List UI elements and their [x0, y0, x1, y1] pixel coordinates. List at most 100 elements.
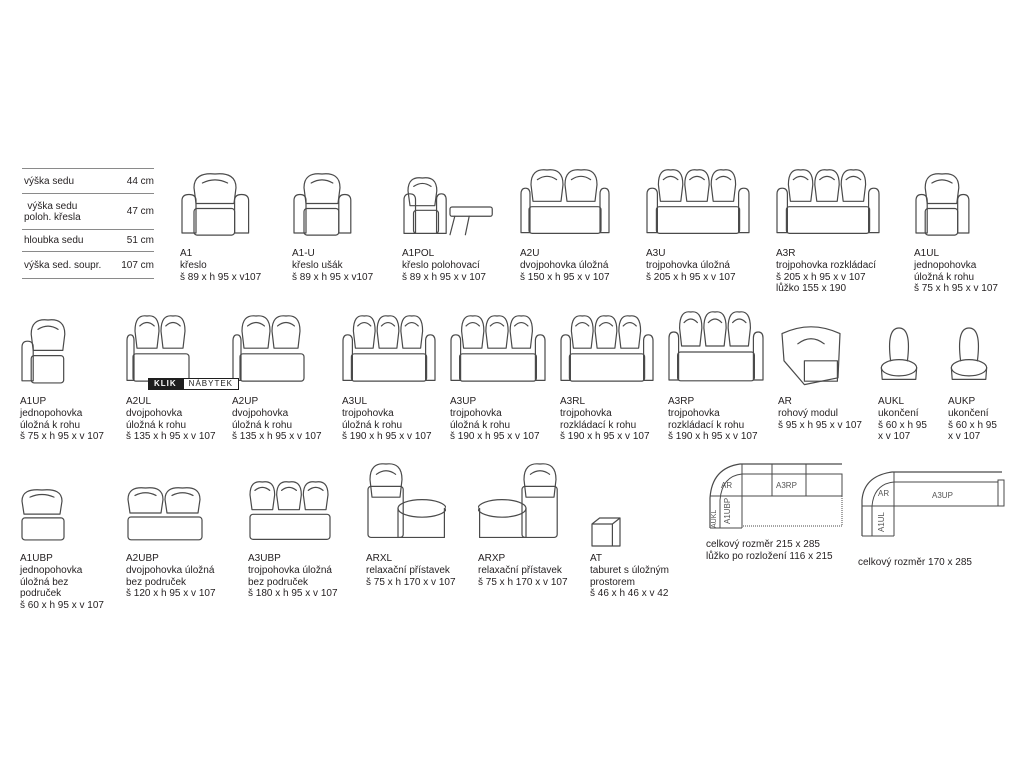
spec-label: výška sed. soupr. — [24, 259, 102, 271]
item-description: trojpohovka rozkládací — [776, 259, 877, 271]
item-description-2: bez područek — [126, 576, 187, 588]
furniture-icon — [776, 166, 880, 240]
furniture-icon — [402, 174, 498, 240]
item-extra: lůžko 155 x 190 — [776, 283, 847, 295]
catalog-item — [450, 312, 546, 388]
item-dimensions: š 190 x h 95 x v 107 — [668, 431, 758, 443]
item-description: dvojpohovka — [232, 407, 289, 419]
furniture-icon — [520, 166, 610, 240]
furniture-icon — [478, 460, 558, 548]
item-description-2: úložná k rohu — [914, 271, 975, 283]
item-code: A3RL — [560, 396, 586, 407]
furniture-icon — [668, 308, 764, 388]
catalog-item — [646, 166, 750, 240]
brand-badge-right: NÁBYTEK — [182, 378, 240, 390]
item-dimensions: š 89 x h 95 x v 107 — [402, 271, 486, 283]
furniture-icon — [646, 166, 750, 240]
item-description: ukončení — [878, 407, 919, 419]
catalog-item — [20, 316, 76, 388]
spec-value: 51 cm — [126, 235, 154, 246]
item-description-2: š 60 x h 95 — [878, 419, 927, 431]
item-description: taburet s úložným — [590, 564, 669, 576]
item-dimensions: š 205 x h 95 x v 107 — [776, 271, 866, 283]
item-description-2: rozkládací k rohu — [668, 419, 745, 431]
catalog-item — [878, 326, 920, 384]
item-description: dvojpohovka — [126, 407, 183, 419]
spec-value: 44 cm — [126, 175, 154, 187]
layout-caption: celkový rozměr 215 x 285 — [706, 539, 820, 550]
item-description: křeslo ušák — [292, 259, 343, 271]
catalog-item — [778, 320, 844, 388]
item-dimensions: x v 107 — [878, 431, 911, 443]
item-description-2: úložná bez — [20, 576, 69, 588]
catalog-item — [668, 308, 764, 388]
layout-caption: lůžko po rozložení 116 x 215 — [706, 551, 833, 562]
furniture-icon — [778, 320, 844, 388]
item-dimensions: š 95 x h 95 x v 107 — [778, 419, 862, 431]
spec-label: hloubka sedu — [24, 235, 84, 246]
item-description-2: úložná k rohu — [342, 419, 403, 431]
catalog-item — [232, 312, 312, 388]
item-dimensions: š 150 x h 95 x v 107 — [520, 271, 610, 283]
spec-row: výška sed. soupr. 107 cm — [22, 251, 154, 279]
item-description: ukončení — [948, 407, 989, 419]
layout-plan-1-drawing: AR A3RP A1UBP AUKL — [709, 463, 843, 529]
item-code: AUKP — [948, 396, 976, 407]
brand-badge: KLIK NÁBYTEK — [148, 378, 240, 390]
furniture-icon — [126, 312, 196, 388]
item-code: A1UP — [20, 396, 47, 407]
catalog-item — [20, 486, 66, 544]
item-description: jednopohovka — [20, 564, 83, 576]
item-description: trojpohovka úložná — [646, 259, 730, 271]
item-dimensions: š 89 x h 95 x v107 — [180, 271, 262, 283]
item-description: trojpohovka — [450, 407, 502, 419]
item-dimensions: š 60 x h 95 x v 107 — [20, 600, 104, 612]
catalog-item — [948, 326, 990, 384]
spec-table: výška sedu 44 cm výška sedu poloh. křesl… — [22, 168, 154, 279]
item-description-2: bez područek — [248, 576, 309, 588]
spec-row: hloubka sedu 51 cm — [22, 229, 154, 251]
item-description: křeslo — [180, 259, 207, 271]
item-code: A1UBP — [20, 553, 53, 564]
furniture-icon — [232, 312, 312, 388]
furniture-icon — [180, 170, 250, 240]
item-code: A1 — [180, 248, 193, 259]
item-dimensions: š 75 x h 170 x v 107 — [478, 576, 568, 588]
item-description-2: úložná k rohu — [450, 419, 511, 431]
layout-label: A1UBP — [723, 498, 732, 524]
catalog-item — [520, 166, 610, 240]
layout-label: AR — [721, 481, 732, 490]
layout-label: A3RP — [776, 481, 797, 490]
item-description-2: úložná k rohu — [126, 419, 187, 431]
item-description: křeslo polohovací — [402, 259, 480, 271]
catalog-item — [342, 312, 436, 388]
layout-label: A1UL — [877, 511, 886, 532]
item-dimensions: š 190 x h 95 x v 107 — [560, 431, 650, 443]
item-description-2: rozkládací k rohu — [560, 419, 637, 431]
item-description-2: úložná k rohu — [20, 419, 81, 431]
item-code: ARXL — [366, 553, 393, 564]
item-code: A3R — [776, 248, 796, 259]
item-dimensions: š 75 x h 170 x v 107 — [366, 576, 456, 588]
item-description: trojpohovka — [560, 407, 612, 419]
brand-badge-left: KLIK — [148, 378, 183, 390]
item-dimensions: š 46 x h 46 x v 42 — [590, 588, 669, 600]
furniture-icon — [20, 316, 76, 388]
item-description: jednopohovka — [914, 259, 977, 271]
item-description: relaxační přístavek — [366, 564, 450, 576]
spec-label: výška sedu poloh. křesla — [24, 200, 81, 223]
catalog-item — [366, 460, 446, 548]
item-dimensions: š 75 x h 95 x v 107 — [20, 431, 104, 443]
item-description-2: úložná k rohu — [232, 419, 293, 431]
layout-label: AUKL — [711, 510, 718, 528]
furniture-icon — [342, 312, 436, 388]
